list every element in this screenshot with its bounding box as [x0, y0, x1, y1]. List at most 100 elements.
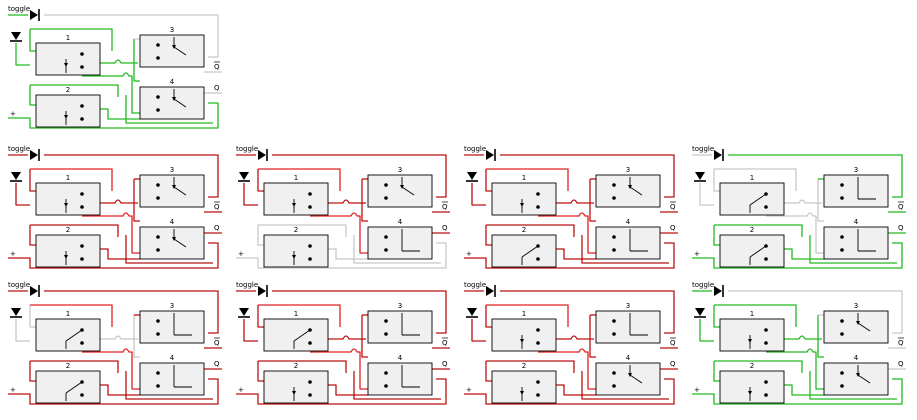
relay-1: 1 — [263, 310, 329, 352]
relay4-bottom — [581, 371, 669, 400]
relay-1: 1 — [35, 174, 101, 216]
relay3-in — [589, 179, 596, 222]
diode-lead — [471, 319, 486, 342]
relay-number: 2 — [750, 226, 754, 234]
relay1-out — [310, 199, 366, 204]
relay-3: 3 — [823, 166, 889, 208]
contact-arm — [173, 238, 187, 248]
relay-box — [139, 226, 205, 260]
contact-terminal — [536, 205, 540, 209]
relay2-in — [485, 225, 492, 246]
relay-2: 2 — [719, 226, 785, 268]
contact-terminal — [308, 393, 312, 397]
contact-arrow — [856, 321, 860, 325]
supply-line — [692, 242, 903, 269]
relay1-cross — [310, 348, 368, 390]
contact-terminal — [612, 248, 616, 252]
contact-terminal — [840, 248, 844, 252]
supply-line — [692, 378, 903, 405]
relay-box — [263, 318, 329, 352]
contact-terminal — [80, 104, 84, 108]
contact-arm — [173, 98, 187, 108]
contact-arrow — [64, 203, 68, 207]
contact-terminal — [80, 244, 84, 248]
relay-number: 2 — [522, 226, 526, 234]
contact-arrow — [748, 339, 752, 343]
relay-box — [263, 370, 329, 404]
relay-4: 4 — [367, 354, 433, 396]
relay1-top — [30, 304, 113, 327]
relay2-in — [713, 361, 720, 382]
contact-terminal — [384, 235, 388, 239]
relay1-cross — [766, 212, 824, 254]
contact-arrow — [628, 373, 632, 377]
relay-box — [595, 174, 661, 208]
relay-box — [367, 226, 433, 260]
diode-triangle — [239, 172, 249, 180]
relay-box — [35, 370, 101, 404]
contact-terminal — [536, 380, 540, 384]
contact-terminal — [840, 371, 844, 375]
relay-number: 3 — [626, 166, 630, 174]
q-label: Q — [214, 360, 220, 368]
relay-number: 1 — [66, 310, 70, 318]
relay1-out — [82, 59, 138, 64]
relay-number: 1 — [750, 310, 754, 318]
supply-line — [464, 242, 675, 269]
relay-box — [823, 174, 889, 208]
contact-terminal — [156, 56, 160, 60]
contact-terminal — [764, 257, 768, 261]
toggle-label: toggle — [8, 281, 30, 289]
relay1-out — [82, 335, 138, 340]
contact-arrow — [64, 255, 68, 259]
contact-terminal — [384, 196, 388, 200]
contact-terminal — [308, 341, 312, 345]
relay-4: 4 — [823, 218, 889, 260]
contact-terminal — [612, 371, 616, 375]
relay-number: 4 — [398, 354, 403, 362]
relay4-bottom — [353, 235, 441, 264]
q-label: Q — [670, 224, 676, 232]
contact-arm — [629, 374, 643, 384]
contact-terminal — [536, 328, 540, 332]
diode-lead — [699, 183, 714, 206]
relay2-in — [485, 361, 492, 382]
contact-terminal — [612, 183, 616, 187]
plus-label: + — [10, 250, 16, 258]
contact-terminal — [156, 95, 160, 99]
relay-number: 3 — [854, 166, 858, 174]
q-label: Q — [442, 360, 448, 368]
feedback-top — [500, 290, 675, 334]
toggle-diode — [30, 9, 40, 21]
diode-lead — [15, 319, 30, 342]
contact-terminal — [384, 183, 388, 187]
relay1-out — [766, 199, 822, 204]
contact-terminal — [764, 380, 768, 384]
contact-terminal — [384, 384, 388, 388]
relay-number: 3 — [398, 166, 402, 174]
relay-box — [139, 310, 205, 344]
diode-triangle — [467, 308, 477, 316]
contact-terminal — [612, 384, 616, 388]
relay3-in — [817, 179, 824, 222]
input-diode — [10, 172, 22, 182]
relay-2: 2 — [491, 226, 557, 268]
relay2-top — [30, 360, 119, 373]
contact-terminal — [536, 341, 540, 345]
contact-terminal — [156, 248, 160, 252]
relay4-bottom — [581, 235, 669, 264]
toggle-label: toggle — [692, 145, 714, 153]
relay-4: 4 — [823, 354, 889, 396]
q-label: Q — [214, 224, 220, 232]
relay4-bottom — [809, 235, 897, 264]
contact-terminal — [384, 332, 388, 336]
diode-lead — [243, 319, 258, 342]
q-label: Q — [898, 224, 904, 232]
contact-terminal — [80, 341, 84, 345]
relay1-top — [258, 304, 341, 327]
q-label: Q — [442, 224, 448, 232]
relay-2: 2 — [263, 226, 329, 268]
relay3-in — [133, 315, 140, 358]
